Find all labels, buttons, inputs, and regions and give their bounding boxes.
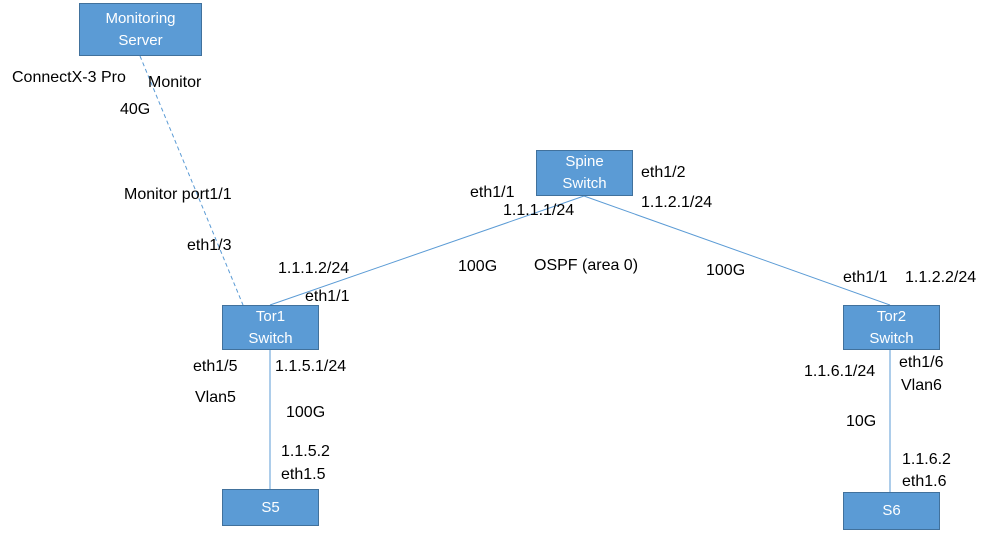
tor1-uplink-ip-label: 1.1.1.2/24 — [278, 260, 350, 277]
spine-ip-2-label: 1.1.2.1/24 — [641, 194, 713, 211]
tor2-eth1-1-label: eth1/1 — [843, 269, 888, 286]
spine-tor1-speed-label: 100G — [458, 258, 498, 275]
tor1-eth1-5-label: eth1/5 — [193, 358, 238, 375]
spine-switch-node: Spine Switch — [536, 150, 633, 196]
tor2-vlan-ip-label: 1.1.6.1/24 — [804, 363, 876, 380]
spine-tor2-speed-label: 100G — [706, 262, 746, 279]
monitor-label: Monitor — [148, 74, 202, 91]
tor1-eth1-1-label: eth1/1 — [305, 288, 350, 305]
monitoring-server-label: Monitoring Server — [105, 9, 176, 49]
ospf-label: OSPF (area 0) — [534, 257, 639, 274]
spine-switch-label: Spine Switch — [562, 153, 607, 192]
speed-40g-label: 40G — [120, 101, 151, 118]
tor2-switch-label: Tor2 Switch — [869, 307, 914, 347]
spine-tor2-link — [583, 195, 891, 306]
tor1-eth1-3-label: eth1/3 — [187, 237, 232, 254]
s6-ip-label: 1.1.6.2 — [902, 451, 951, 468]
s5-label: S5 — [261, 498, 280, 516]
s5-ip-label: 1.1.5.2 — [281, 443, 330, 460]
tor1-switch-node: Tor1 Switch — [222, 305, 319, 350]
tor2-eth1-6-label: eth1/6 — [899, 354, 944, 371]
s5-speed-label: 100G — [286, 404, 326, 421]
s6-iface-label: eth1.6 — [902, 473, 947, 490]
s6-label: S6 — [882, 502, 901, 519]
s5-node: S5 — [222, 489, 319, 526]
tor2-switch-node: Tor2 Switch — [843, 305, 940, 350]
s6-speed-label: 10G — [846, 413, 877, 430]
spine-ip-1-label: 1.1.1.1/24 — [503, 202, 575, 219]
tor2-uplink-ip-label: 1.1.2.2/24 — [905, 269, 977, 286]
vlan6-label: Vlan6 — [901, 377, 942, 394]
tor1-spine-link — [269, 195, 585, 306]
vlan5-label: Vlan5 — [195, 389, 236, 406]
monitor-port-label: Monitor port1/1 — [124, 186, 232, 203]
connectx-label: ConnectX-3 Pro — [12, 69, 126, 86]
s6-node: S6 — [843, 492, 940, 530]
tor1-switch-label: Tor1 Switch — [248, 307, 293, 347]
monitoring-server-node: Monitoring Server — [79, 3, 202, 56]
spine-eth1-2-label: eth1/2 — [641, 164, 686, 181]
tor1-vlan-ip-label: 1.1.5.1/24 — [275, 358, 347, 375]
monitor-link — [139, 55, 244, 306]
s5-iface-label: eth1.5 — [281, 466, 326, 483]
spine-eth1-1-label: eth1/1 — [470, 184, 515, 201]
